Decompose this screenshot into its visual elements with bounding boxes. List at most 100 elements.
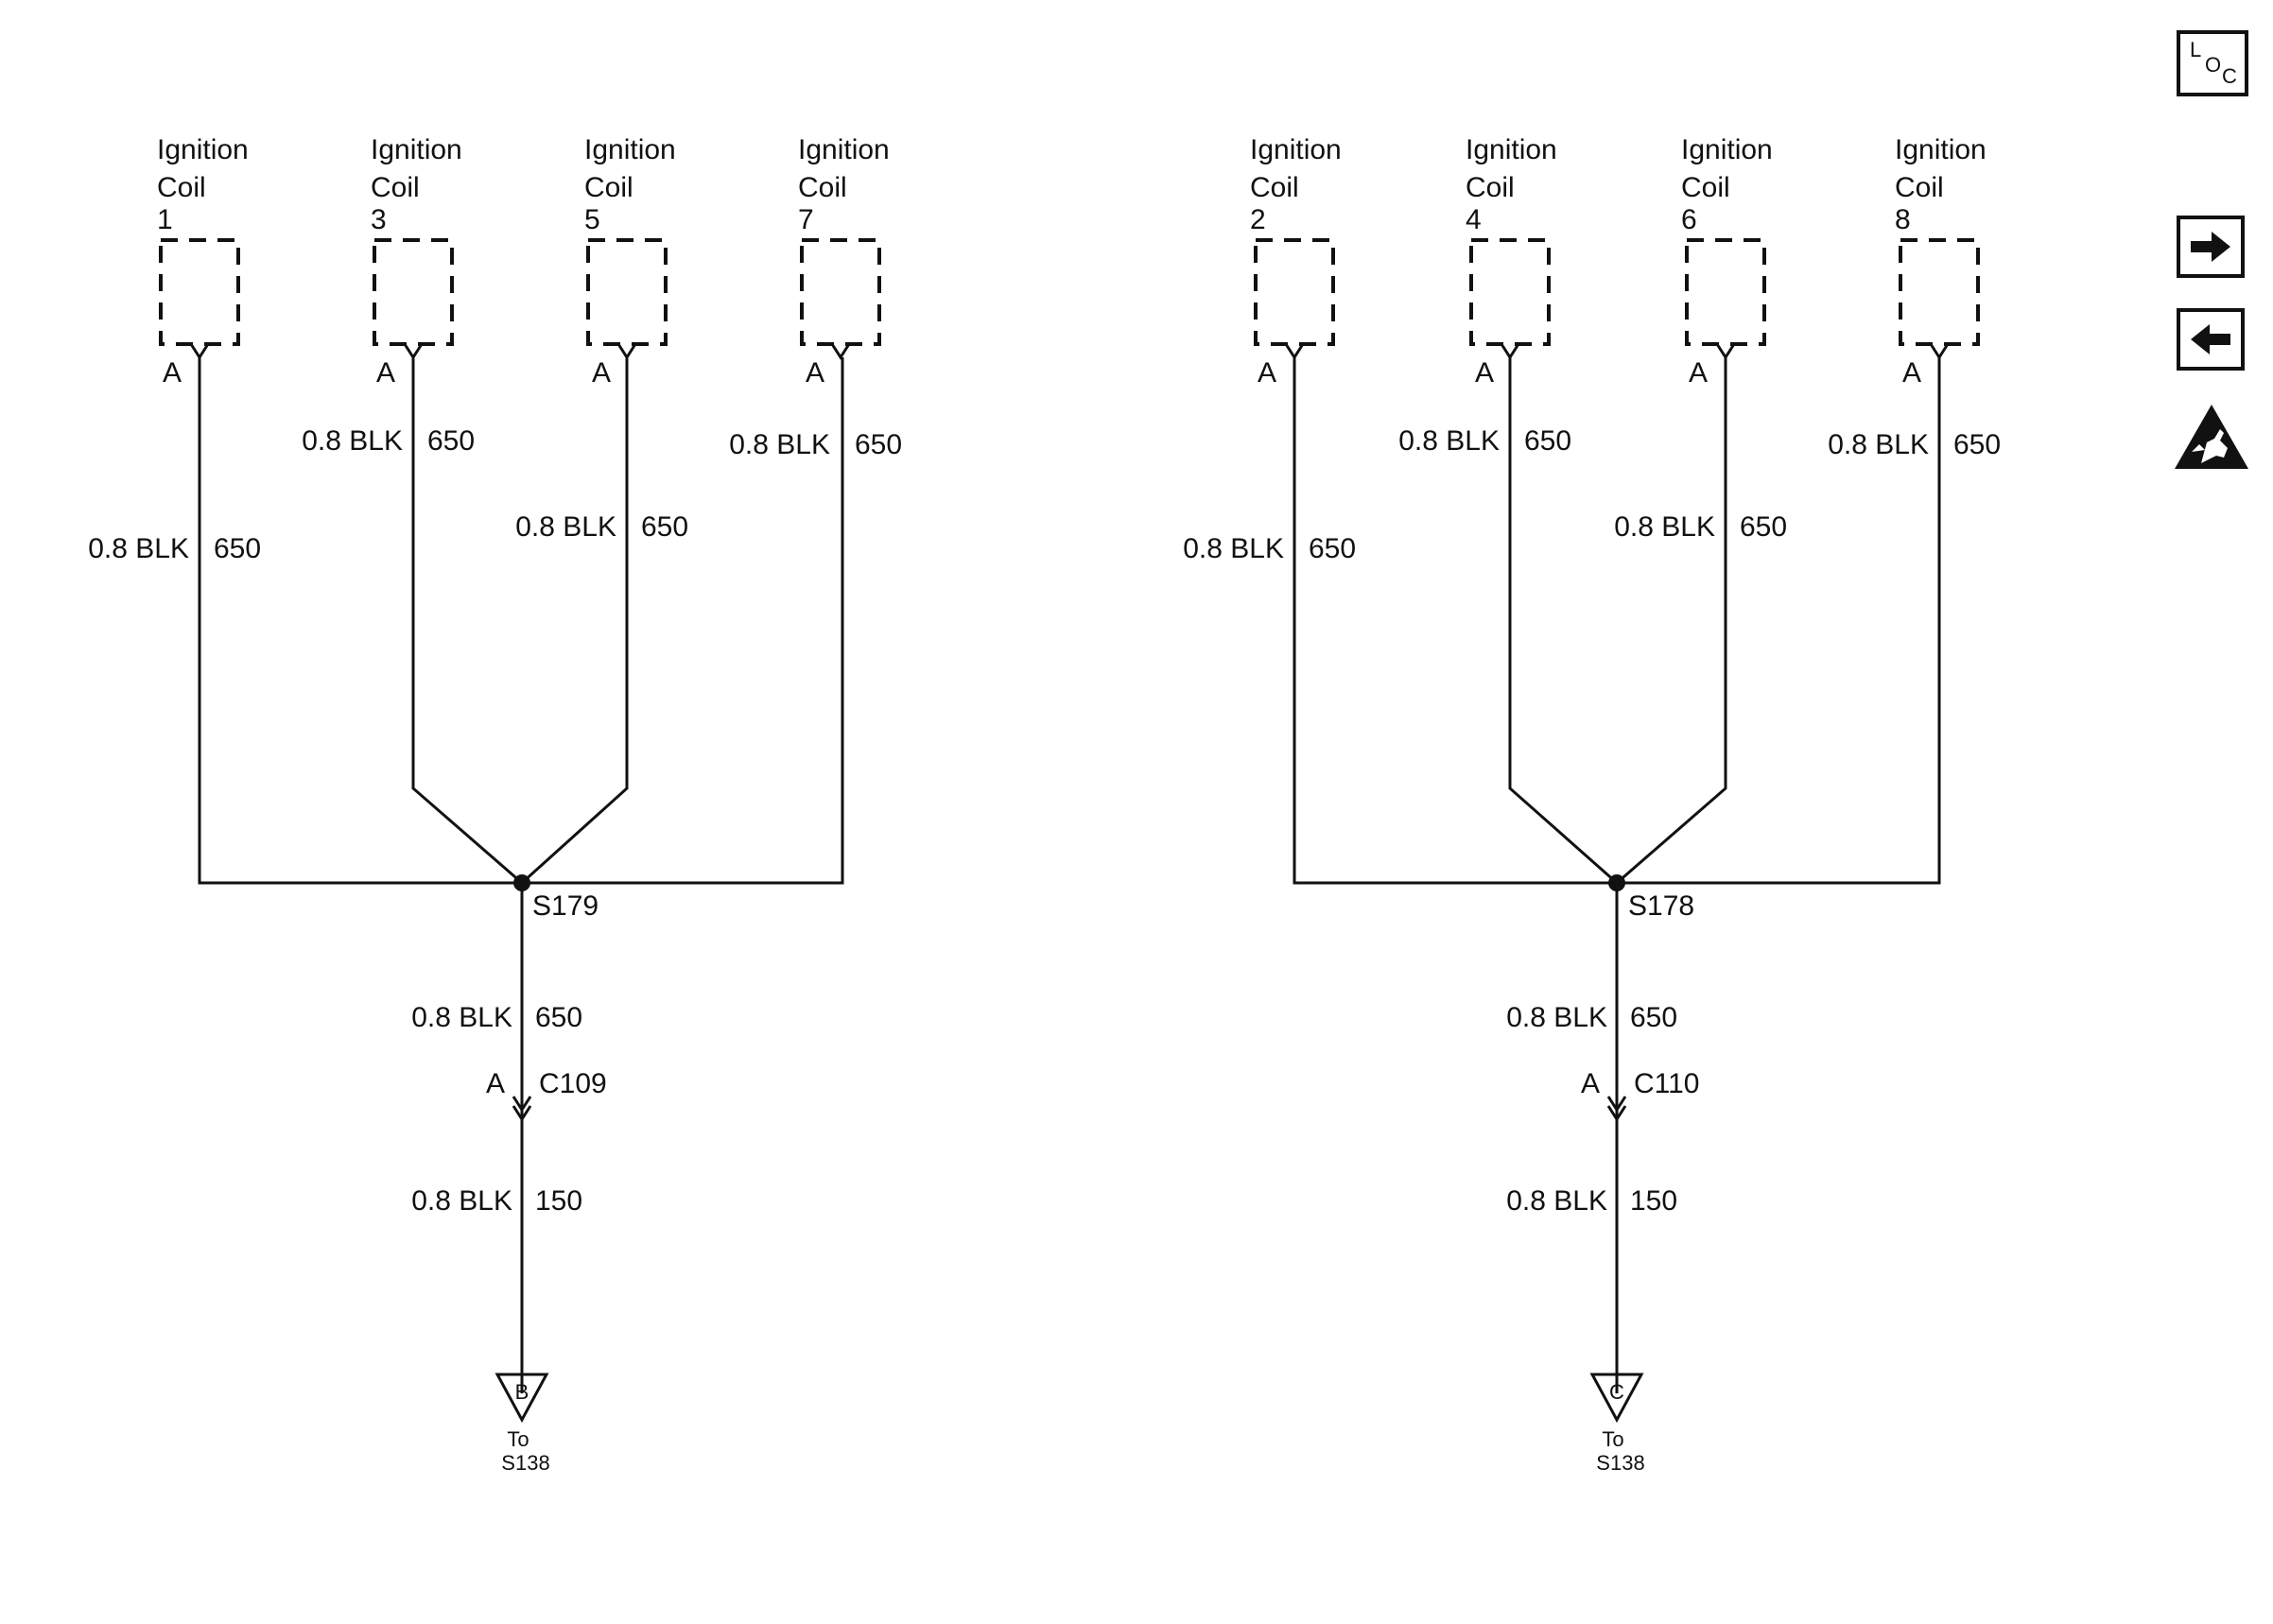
ground-destination: S138 xyxy=(501,1451,549,1475)
ignition-coil-2[interactable]: Ignition Coil 2 A 0.8 BLK 650 xyxy=(1183,134,1356,564)
connector-label[interactable]: C109 xyxy=(539,1068,607,1099)
terminal-symbol xyxy=(1929,343,1950,360)
wire-circuit: 650 xyxy=(214,533,261,564)
coil-title: Ignition xyxy=(584,134,676,165)
ground-destination: S138 xyxy=(1596,1451,1644,1475)
coil-title: Ignition xyxy=(1250,134,1342,165)
wire-size: 0.8 BLK xyxy=(1614,511,1715,543)
coil-pin: A xyxy=(376,357,395,389)
arrow-right-icon[interactable] xyxy=(2177,216,2245,278)
ignition-coil-8[interactable]: Ignition Coil 8 A 0.8 BLK 650 xyxy=(1828,134,2001,460)
connector-label[interactable]: C110 xyxy=(1634,1068,1700,1099)
ignition-coil-5[interactable]: Ignition Coil 5 A 0.8 BLK 650 xyxy=(515,134,688,543)
wire-size: 0.8 BLK xyxy=(515,511,616,543)
coil-number: 4 xyxy=(1466,204,1482,235)
loc-letter-c: C xyxy=(2222,64,2237,88)
ground-to: To xyxy=(507,1427,529,1451)
loc-letter-o: O xyxy=(2205,53,2222,77)
wire-size: 0.8 BLK xyxy=(302,425,403,457)
wire-size: 0.8 BLK xyxy=(411,1185,512,1217)
ground-reference-b[interactable]: B To S138 xyxy=(495,1373,550,1475)
splice-label: S178 xyxy=(1628,890,1694,922)
ground-reference-c[interactable]: C To S138 xyxy=(1589,1373,1645,1475)
arrow-right-glyph xyxy=(2191,232,2230,262)
terminal-symbol xyxy=(1284,343,1305,360)
coil-pin: A xyxy=(1475,357,1494,389)
esd-glyph xyxy=(2175,405,2248,469)
coil-pin: A xyxy=(806,357,824,389)
coil-sub: Coil xyxy=(798,172,847,203)
wire-circuit: 650 xyxy=(1524,425,1571,457)
coil-pin: A xyxy=(163,357,182,389)
coil-box xyxy=(1254,238,1335,346)
coil-box xyxy=(800,238,881,346)
coil-box xyxy=(159,238,240,346)
ignition-coil-3[interactable]: Ignition Coil 3 A 0.8 BLK 650 xyxy=(302,134,475,457)
coil-box xyxy=(373,238,454,346)
coil-pin: A xyxy=(592,357,611,389)
wire-circuit: 650 xyxy=(1630,1002,1677,1033)
coil-number: 8 xyxy=(1895,204,1911,235)
coil-box xyxy=(1899,238,1980,346)
ground-to: To xyxy=(1602,1427,1623,1451)
terminal-symbol xyxy=(403,343,424,360)
coil-sub: Coil xyxy=(1466,172,1515,203)
terminal-symbol xyxy=(189,343,210,360)
coil-title: Ignition xyxy=(157,134,249,165)
ground-letter: B xyxy=(515,1380,529,1404)
wire-size: 0.8 BLK xyxy=(1828,429,1929,460)
coil-box xyxy=(1469,238,1551,346)
terminal-symbol xyxy=(830,343,851,360)
connector-pin: A xyxy=(486,1068,505,1099)
ground-letter: C xyxy=(1609,1380,1624,1404)
wire-size: 0.8 BLK xyxy=(1183,533,1284,564)
wire-size: 0.8 BLK xyxy=(1506,1002,1607,1033)
coil-number: 6 xyxy=(1681,204,1697,235)
wire-size: 0.8 BLK xyxy=(1398,425,1500,457)
coil-number: 5 xyxy=(584,204,600,235)
terminal-symbol xyxy=(616,343,637,360)
wire-circuit: 150 xyxy=(1630,1185,1677,1217)
coil-title: Ignition xyxy=(798,134,890,165)
wire-circuit: 650 xyxy=(1953,429,2001,460)
coil-pin: A xyxy=(1902,357,1921,389)
arrow-left-glyph xyxy=(2191,324,2230,354)
coil-box xyxy=(1685,238,1766,346)
coil-sub: Coil xyxy=(1895,172,1944,203)
splice-label: S179 xyxy=(532,890,599,922)
arrow-left-icon[interactable] xyxy=(2177,308,2245,371)
ignition-coil-7[interactable]: Ignition Coil 7 A 0.8 BLK 650 xyxy=(729,134,902,460)
splice-dot xyxy=(513,874,530,891)
coil-title: Ignition xyxy=(371,134,462,165)
coil-sub: Coil xyxy=(157,172,206,203)
coil-sub: Coil xyxy=(1250,172,1299,203)
terminal-symbol xyxy=(1500,343,1520,360)
left-circuit-group: Ignition Coil 1 A 0.8 BLK 650 Ignition C… xyxy=(88,134,902,1475)
wire-size: 0.8 BLK xyxy=(411,1002,512,1033)
splice-dot xyxy=(1608,874,1625,891)
wire-circuit: 650 xyxy=(1309,533,1356,564)
esd-warning-icon[interactable] xyxy=(2173,401,2250,473)
terminal-symbol xyxy=(1715,343,1736,360)
right-circuit-group: Ignition Coil 2 A 0.8 BLK 650 Ignition C… xyxy=(1183,134,2001,1475)
ignition-coil-4[interactable]: Ignition Coil 4 A 0.8 BLK 650 xyxy=(1398,134,1571,457)
ignition-coil-1[interactable]: Ignition Coil 1 A 0.8 BLK 650 xyxy=(88,134,261,564)
connector-pin: A xyxy=(1581,1068,1600,1099)
coil-number: 7 xyxy=(798,204,814,235)
location-icon[interactable]: L O C xyxy=(2177,30,2248,96)
wire-size: 0.8 BLK xyxy=(729,429,830,460)
ignition-coil-6[interactable]: Ignition Coil 6 A 0.8 BLK 650 xyxy=(1614,134,1787,543)
coil-number: 3 xyxy=(371,204,387,235)
coil-sub: Coil xyxy=(371,172,420,203)
coil-pin: A xyxy=(1258,357,1276,389)
wire-size: 0.8 BLK xyxy=(1506,1185,1607,1217)
wire-circuit: 150 xyxy=(535,1185,582,1217)
coil-title: Ignition xyxy=(1466,134,1557,165)
wire-circuit: 650 xyxy=(535,1002,582,1033)
wire-circuit: 650 xyxy=(641,511,688,543)
coil-number: 2 xyxy=(1250,204,1266,235)
wire-circuit: 650 xyxy=(855,429,902,460)
coil-sub: Coil xyxy=(584,172,633,203)
coil-title: Ignition xyxy=(1895,134,1987,165)
